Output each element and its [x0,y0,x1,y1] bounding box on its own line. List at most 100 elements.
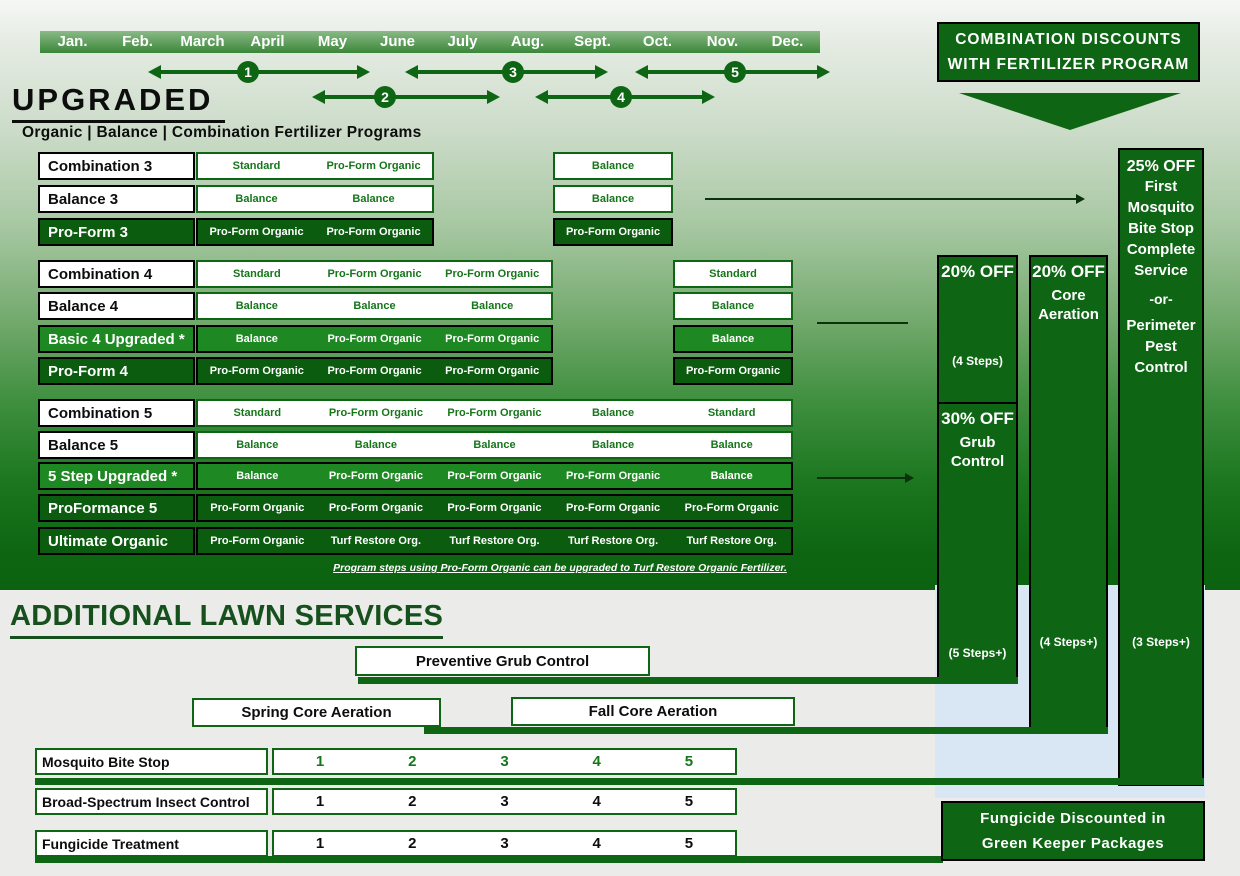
discount-note: (4 Steps+) [1039,635,1098,649]
step-cell-label: Pro-Form Organic [209,365,304,377]
arrow-head-right-icon [357,65,370,79]
month-label: June [379,33,415,50]
program-label: Combination 3 [38,152,195,180]
core-aeration-connector-bar [424,727,1108,734]
step-cell-label: Balance [711,333,755,345]
step-cell-label: Pro-Form Organic [209,226,304,238]
step-cell-label: Pro-Form Organic [210,502,305,514]
step-cell-label: Pro-Form Organic [328,407,423,419]
step-cell-label: Pro-Form Organic [447,502,542,514]
fungicide-connector-bar [35,856,943,863]
fungicide-discount-line1: Fungicide Discounted in [980,810,1166,827]
step-cell-label: Pro-Form Organic [327,365,422,377]
step-cell-label: Turf Restore Org. [449,535,540,547]
service-step-number: 4 [592,793,601,810]
step-cell-label: Pro-Form Organic [565,226,661,238]
program-label: Ultimate Organic [38,527,195,555]
step-cell-label: Balance [591,160,635,172]
step-cell-label: Pro-Form Organic [566,470,661,482]
step-cell-label: Pro-Form Organic [447,407,542,419]
program-label: Pro-Form 3 [38,218,195,246]
step-cell-label: Balance [710,470,753,482]
program-label: Combination 4 [38,260,195,288]
discount-service: Grub Control [950,434,1005,470]
discount-service-line: Service [1134,262,1188,279]
step-cell-label: Turf Restore Org. [686,535,777,547]
arrow-head-right-icon [817,65,830,79]
discount-note: (4 Steps) [952,354,1003,368]
arrow-line [154,70,364,74]
program-step-box: Pro-Form Organic [673,357,793,385]
program-label: Pro-Form 4 [38,357,195,385]
step-cell-label: Balance [711,300,755,312]
month-label: Sept. [574,33,611,50]
step-cell-label: Balance [235,300,278,312]
step-cell-label: Pro-Form Organic [327,333,422,345]
mosquito-connector-bar [35,778,1204,785]
month-label: May [317,33,348,50]
service-step-number: 1 [315,793,325,810]
step-number-badge: 4 [610,86,632,108]
grub-discount-bottom: 30% OFF Grub Control (5 Steps+) [939,409,1016,688]
step-cell-label: Turf Restore Org. [330,535,422,547]
step-cell-label: Balance [236,439,279,451]
service-row-label: Fungicide Treatment [35,830,268,857]
footnote: Program steps using Pro-Form Organic can… [333,562,787,574]
service-row-label: Mosquito Bite Stop [35,748,268,775]
discount-service-line: Complete [1126,241,1196,258]
arrow-line [318,95,494,99]
program-label: Balance 3 [38,185,195,213]
step-cell-label: Pro-Form Organic [445,268,540,280]
service-step-number: 3 [500,835,509,852]
arrow-head-left-icon [312,90,325,104]
step-cell-label: Balance [471,300,514,312]
step-cell-label: Balance [473,439,516,451]
step-cell-label: Pro-Form Organic [326,226,421,238]
application-window-arrow: 2 [312,86,500,108]
application-window-arrow: 1 [148,61,370,83]
service-step-number: 2 [408,835,417,852]
step-cell-label: Balance [235,193,278,205]
step-cell-label: Balance [353,300,396,312]
discount-service: Core Aeration [1038,287,1099,323]
program-step-box: Balance Balance [196,185,434,213]
discount-service-line: Bite Stop [1128,220,1194,237]
spring-core-aeration-box: Spring Core Aeration [192,698,441,727]
discount-service-line: Pest [1145,338,1177,355]
connector-balance3-to-pest-column [705,194,1085,204]
step-cell-label: Standard [709,268,757,280]
program-label: Balance 5 [38,431,195,459]
service-step-number: 1 [315,835,325,852]
month-label: Nov. [706,33,739,50]
step-cell-label: Turf Restore Org. [567,535,659,547]
program-step-box: Balance [553,185,673,213]
discount-header-line1: COMBINATION DISCOUNTS [955,31,1182,48]
arrow-head-left-icon [405,65,418,79]
month-label: April [250,33,285,50]
discount-title: 20% OFF [941,262,1014,281]
program-step-box: Standard Pro-Form Organic Pro-Form Organic… [196,399,793,427]
step-cell-label: Pro-Form Organic [685,365,781,377]
step-cell-label: Standard [233,407,282,419]
step-cell-label: Pro-Form Organic [210,535,305,547]
connector-5step-to-grub-discount [817,473,914,483]
program-label: 5 Step Upgraded * [38,462,195,490]
step-cell-label: Standard [232,268,281,280]
service-row-label: Broad-Spectrum Insect Control [35,788,268,815]
step-cell-label: Standard [232,160,281,172]
service-step-number: 2 [408,793,417,810]
program-label: Balance 4 [38,292,195,320]
discount-service-line: Perimeter [1126,317,1196,334]
pest-discount-column: 25% OFF First Mosquito Bite Stop Complet… [1118,148,1204,786]
service-step-number: 4 [592,835,601,852]
discount-note: (5 Steps+) [948,646,1007,660]
program-label: ProFormance 5 [38,494,195,522]
step-cell-label: Balance [352,193,395,205]
down-arrow-icon [959,93,1181,130]
step-cell-label: Balance [591,407,635,419]
